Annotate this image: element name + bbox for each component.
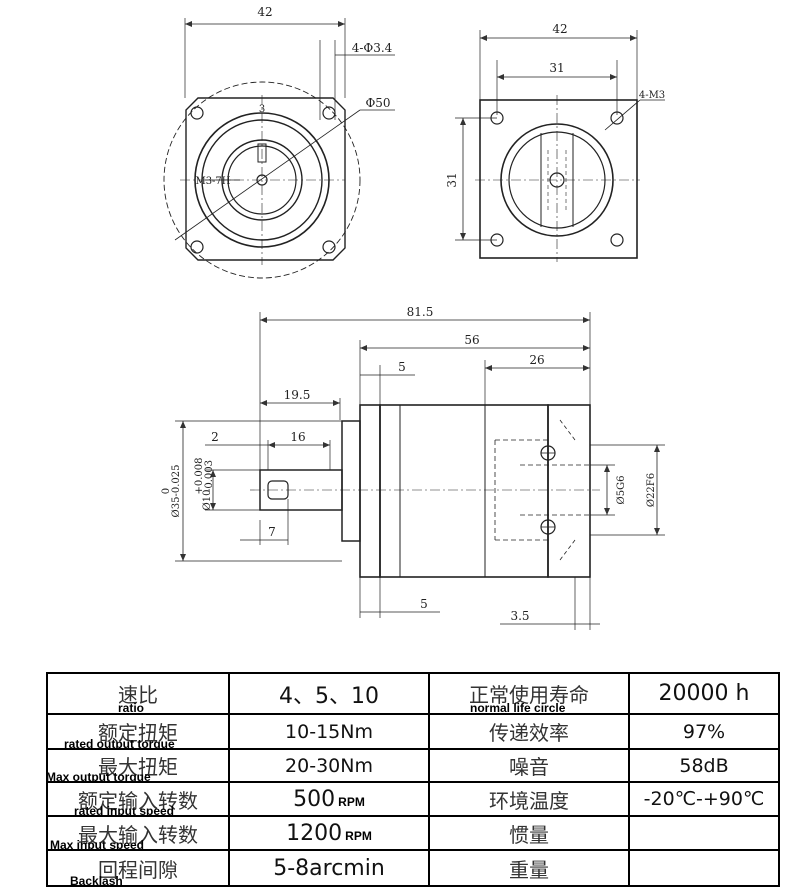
shaft-diameter-dim: Ø10 — [202, 490, 213, 511]
spec-value: 5-8arcmin — [273, 855, 385, 881]
spec-label2-cell: 惯量 — [428, 815, 630, 851]
spec-value: 10-15Nm — [285, 720, 373, 743]
flange-thickness-dim: 5 — [398, 360, 406, 374]
rear-width-dim: 42 — [552, 22, 567, 36]
spec-value2: 20000 h — [658, 681, 750, 706]
spec-value: 1200 — [286, 820, 343, 846]
pilot-tol-dim: 0 — [161, 488, 172, 494]
shaft-length-dim: 19.5 — [284, 388, 311, 402]
body-length-dim: 56 — [464, 333, 479, 347]
spec-value2-cell: 97% — [628, 713, 780, 750]
spec-value2-cell — [628, 849, 780, 887]
rear-section-dim: 26 — [529, 353, 544, 367]
spec-label2-cn: 环境温度 — [489, 788, 569, 813]
spec-table: 速比 ratio 4、5、10 正常使用寿命 normal life circl… — [46, 672, 780, 887]
spec-label2-cn: 噪音 — [509, 755, 549, 779]
key-width-dim: 7 — [268, 525, 276, 539]
pilot-diameter-label: Ø35-0.025 0 — [161, 465, 182, 518]
spec-label-en: Max input speed — [50, 838, 145, 850]
spec-label-cell: 最大输入转数 Max input speed — [46, 815, 230, 851]
spec-label2-cell: 传递效率 — [428, 713, 630, 750]
key-offset-dim: 2 — [211, 430, 219, 444]
pilot-diameter-dim: Ø35-0.025 — [171, 465, 182, 518]
spec-unit: RPM — [345, 828, 372, 843]
spec-value2-cell: -20℃-+90℃ — [628, 781, 780, 817]
spec-value2-cell — [628, 815, 780, 851]
spec-value: 20-30Nm — [285, 754, 373, 777]
spec-value-cell: 5-8arcmin — [228, 849, 430, 887]
side-view — [175, 312, 665, 630]
input-pilot-dim: Ø22F6 — [646, 473, 657, 507]
spec-value2: 97% — [682, 720, 726, 743]
spec-label-cell: 速比 ratio — [46, 672, 230, 715]
spec-label2-cell: 重量 — [428, 849, 630, 887]
spec-row: 额定扭矩 rated output torque 10-15Nm 传递效率 97… — [46, 713, 780, 750]
spec-label-cn: 回程间隙 — [98, 857, 178, 882]
spec-label-cn: 最大扭矩 — [98, 755, 178, 779]
spec-value: 4、5、10 — [279, 683, 379, 709]
shaft-tol-lower: -0.003 — [204, 460, 215, 492]
front-holes-dim: 4-Φ3.4 — [352, 41, 393, 55]
spec-label-cn: 最大输入转数 — [78, 822, 198, 847]
spec-label-cn: 速比 — [118, 683, 158, 707]
spec-value2-cell: 20000 h — [628, 672, 780, 715]
spec-row: 回程间隙 Backlash 5-8arcmin 重量 — [46, 849, 780, 887]
overall-length-dim: 81.5 — [407, 305, 434, 319]
spec-label-en: Max output torque — [47, 770, 151, 782]
shaft-diameter-label: Ø10 +0.008 -0.003 — [194, 457, 215, 510]
front-thread-dim: M3-7H — [195, 176, 230, 187]
front-width-dim: 42 — [257, 5, 272, 19]
key-length-dim: 16 — [290, 430, 305, 444]
spec-label-en: ratio — [118, 701, 145, 714]
spec-row: 速比 ratio 4、5、10 正常使用寿命 normal life circl… — [46, 672, 780, 715]
spec-label2-cell: 噪音 — [428, 748, 630, 783]
input-bore-dim: Ø5G6 — [616, 476, 627, 505]
spec-label-en: rated output torque — [64, 737, 175, 749]
rear-thread-dim: 4-M3 — [639, 90, 665, 101]
spec-label-cell: 额定输入转数 rated input speed — [46, 781, 230, 817]
spec-label-cell: 最大扭矩 Max output torque — [46, 748, 230, 783]
spec-label2-cell: 环境温度 — [428, 781, 630, 817]
technical-drawing: 42 4-Φ3.4 Φ50 3 M3-7H — [161, 5, 665, 630]
rear-bolt-h-dim: 31 — [549, 61, 564, 75]
spec-value2: 58dB — [679, 754, 729, 777]
bottom-dim-b: 3.5 — [510, 609, 529, 623]
front-circle-dim: Φ50 — [365, 96, 390, 110]
spec-label2-cn: 惯量 — [509, 822, 549, 847]
spec-unit: RPM — [338, 794, 365, 809]
spec-label2-cell: 正常使用寿命 normal life circle — [428, 672, 630, 715]
spec-label-cn: 额定扭矩 — [98, 721, 178, 745]
front-keyway-dim: 3 — [259, 104, 265, 115]
spec-value: 500 — [293, 786, 336, 812]
spec-label-en: Backlash — [70, 874, 123, 886]
shaft-tol-upper: +0.008 — [194, 457, 205, 494]
spec-label2-cn: 重量 — [509, 857, 549, 882]
spec-row: 最大扭矩 Max output torque 20-30Nm 噪音 58dB — [46, 748, 780, 783]
spec-label2-en: normal life circle — [470, 701, 566, 714]
rear-view — [455, 30, 665, 262]
spec-label-cell: 回程间隙 Backlash — [46, 849, 230, 887]
spec-value2-cell: 58dB — [628, 748, 780, 783]
front-view — [163, 18, 395, 279]
spec-value-cell: 20-30Nm — [228, 748, 430, 783]
bottom-dim-a: 5 — [420, 597, 428, 611]
spec-label-en: rated input speed — [74, 804, 175, 816]
spec-label2-cn: 传递效率 — [489, 721, 569, 745]
rear-bolt-v-dim: 31 — [445, 172, 459, 187]
spec-value-cell: 4、5、10 — [228, 672, 430, 715]
spec-label-cell: 额定扭矩 rated output torque — [46, 713, 230, 750]
spec-value-cell: 10-15Nm — [228, 713, 430, 750]
spec-label-cn: 额定输入转数 — [78, 788, 198, 813]
spec-value2: -20℃-+90℃ — [643, 788, 765, 810]
spec-label2-cn: 正常使用寿命 — [469, 683, 589, 707]
